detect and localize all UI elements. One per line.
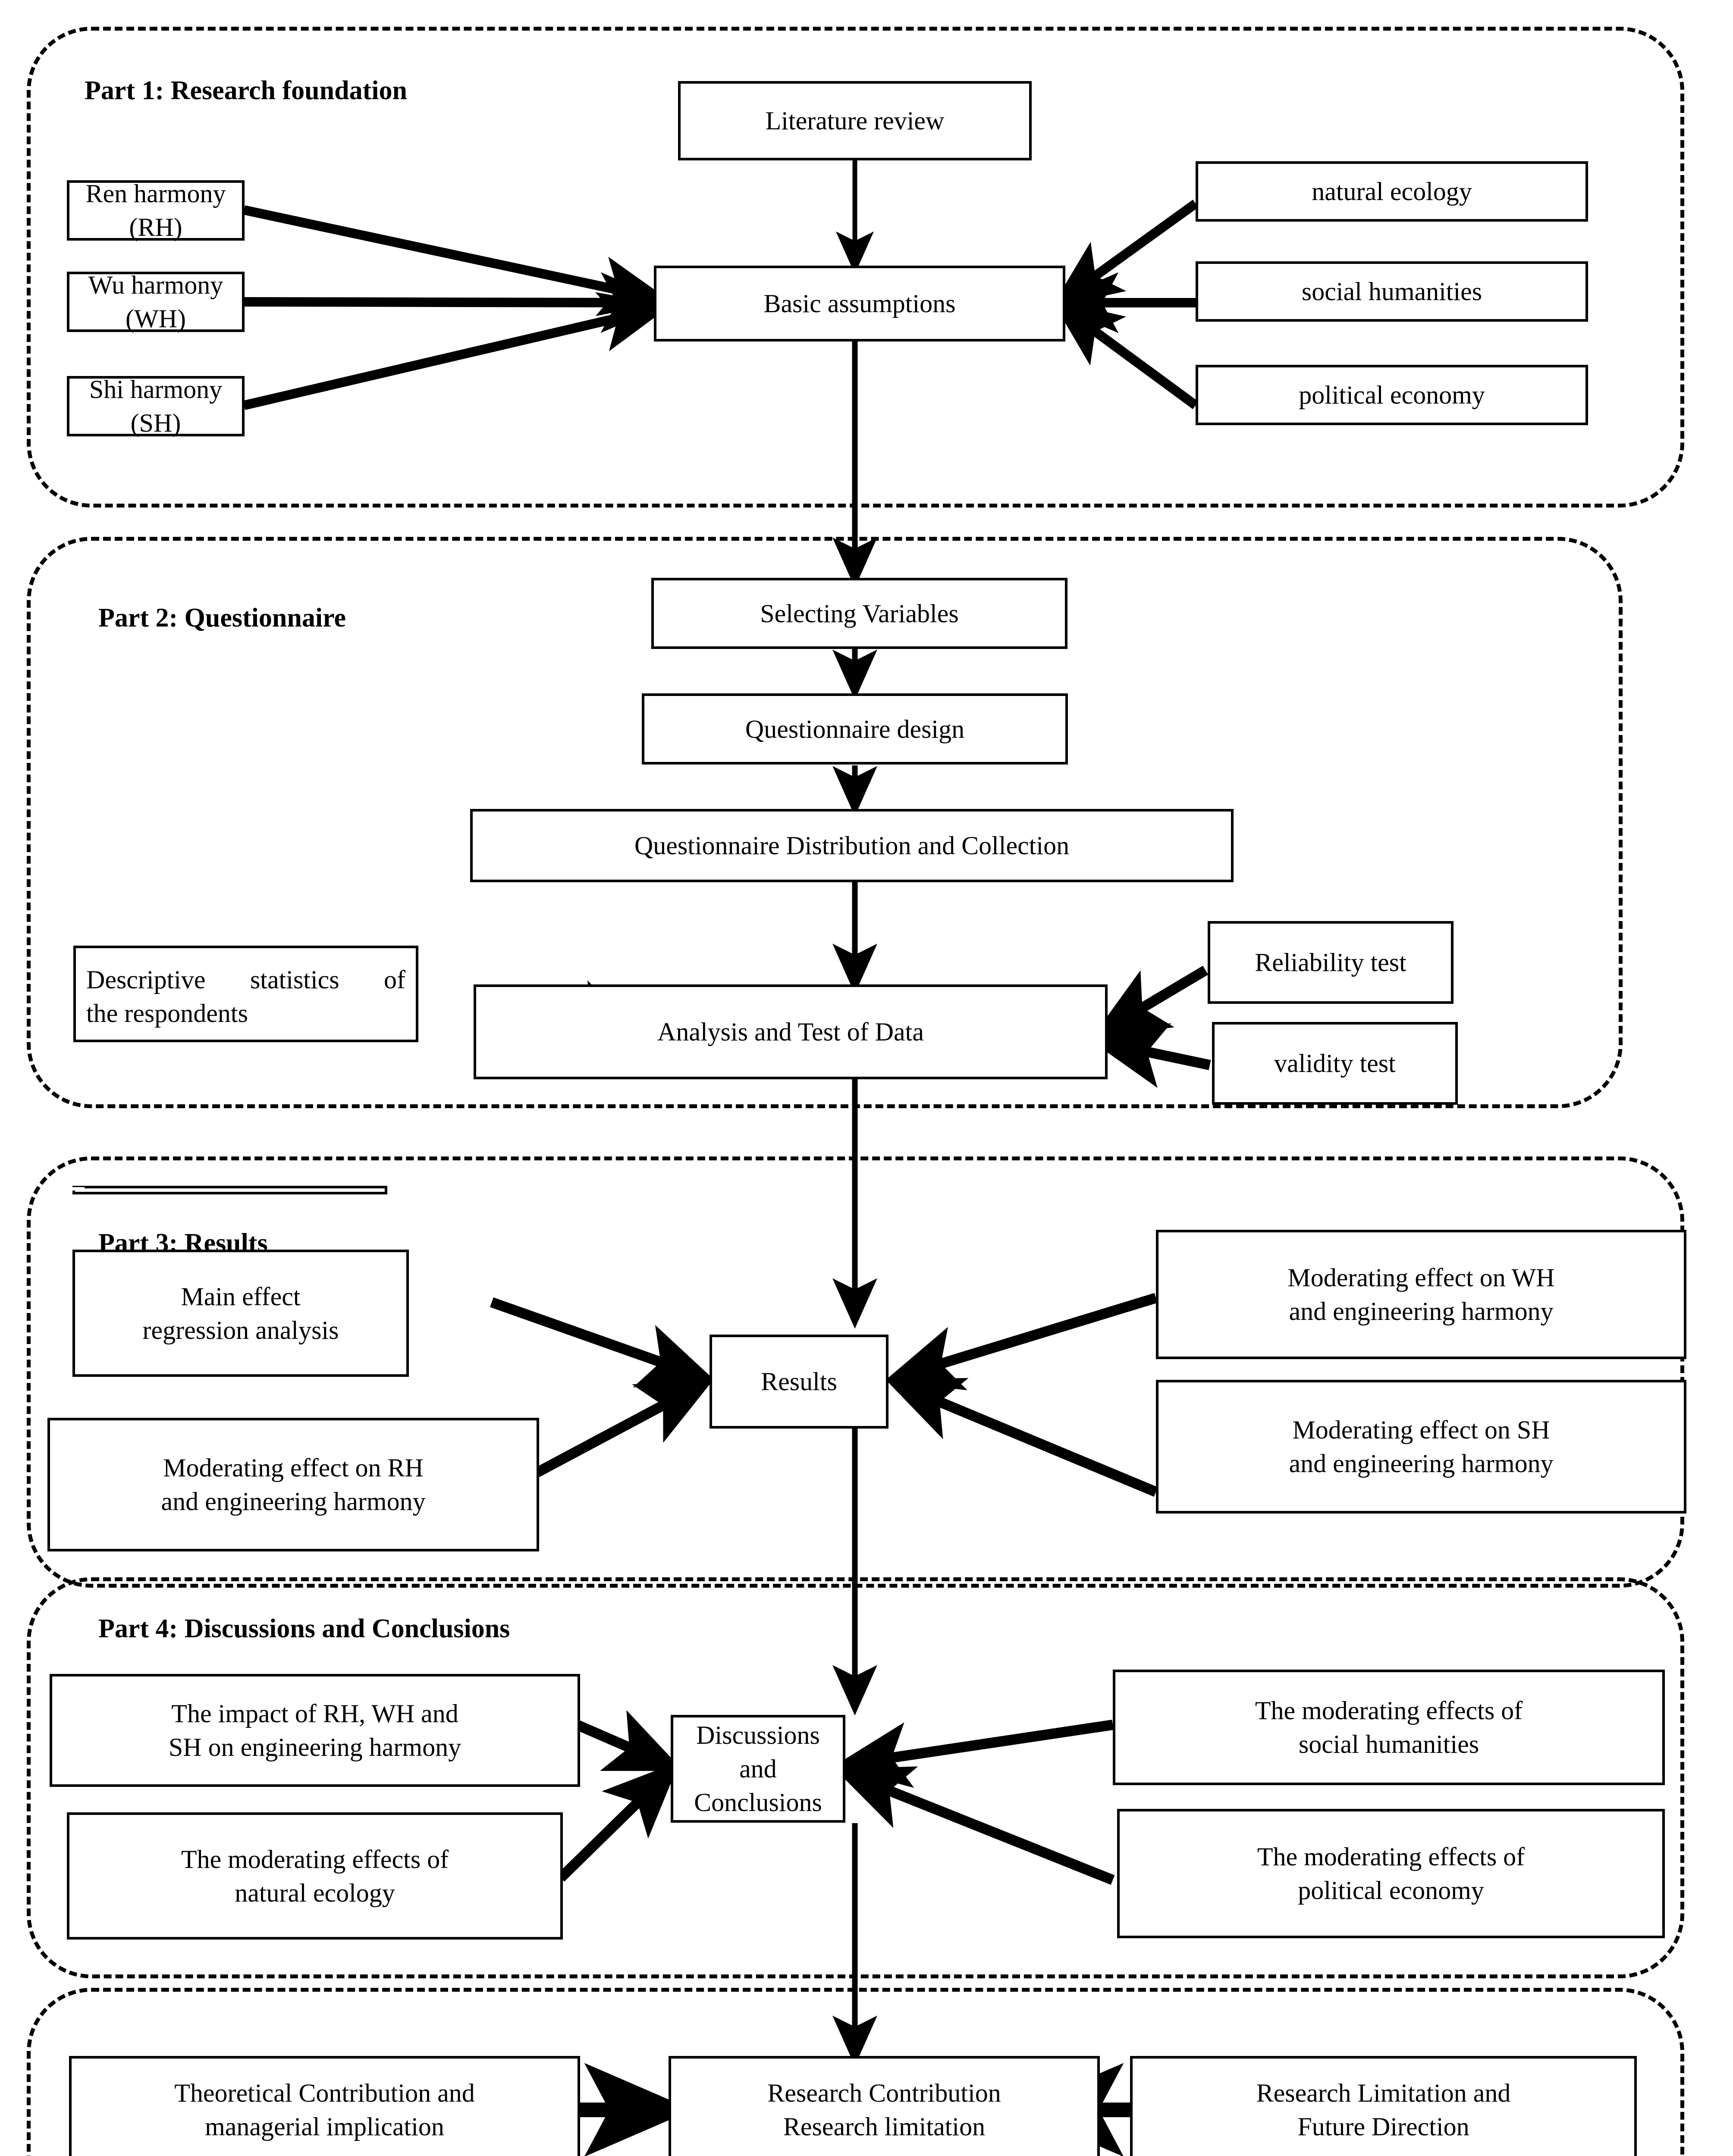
- node-moderating-political-economy-line2: political economy: [1298, 1876, 1484, 1905]
- node-moderating-political-economy-line1: The moderating effects of: [1257, 1843, 1525, 1871]
- node-theoretical-contribution[interactable]: Theoretical Contribution and managerial …: [69, 2056, 580, 2156]
- node-social-humanities[interactable]: social humanities: [1196, 261, 1588, 322]
- part-1-container: [27, 27, 1684, 508]
- node-moderating-effect-rh-line2: and engineering harmony: [161, 1487, 426, 1516]
- node-research-contribution-line2: Research limitation: [783, 2112, 986, 2141]
- node-descriptive-statistics-line1: Descriptive statistics of: [86, 965, 405, 994]
- node-validity-test[interactable]: validity test: [1212, 1022, 1458, 1105]
- node-moderating-social-humanities[interactable]: The moderating effects of social humanit…: [1113, 1670, 1665, 1785]
- node-moderating-effect-wh[interactable]: Moderating effect on WH and engineering …: [1156, 1230, 1686, 1359]
- node-moderating-social-humanities-line1: The moderating effects of: [1255, 1696, 1523, 1725]
- node-shi-harmony[interactable]: Shi harmony (SH): [67, 375, 245, 437]
- node-moderating-effect-wh-line2: and engineering harmony: [1289, 1297, 1554, 1326]
- node-moderating-natural-ecology[interactable]: The moderating effects of natural ecolog…: [67, 1812, 563, 1940]
- node-research-contribution-line1: Research Contribution: [767, 2079, 1001, 2107]
- node-analysis-test-of-data[interactable]: Analysis and Test of Data: [474, 984, 1108, 1079]
- node-reliability-test-label: Reliability test: [1255, 948, 1406, 977]
- node-questionnaire-distribution-collection-label: Questionnaire Distribution and Collectio…: [634, 831, 1070, 860]
- node-research-limitation-future-direction[interactable]: Research Limitation and Future Direction: [1130, 2056, 1637, 2156]
- node-natural-ecology[interactable]: natural ecology: [1196, 161, 1588, 222]
- node-moderating-natural-ecology-line2: natural ecology: [235, 1878, 395, 1907]
- node-moderating-social-humanities-line2: social humanities: [1298, 1730, 1479, 1758]
- node-basic-assumptions[interactable]: Basic assumptions: [654, 266, 1065, 342]
- node-basic-assumptions-label: Basic assumptions: [763, 289, 956, 318]
- part-4-title: Part 4: Discussions and Conclusions: [98, 1614, 510, 1643]
- node-analysis-test-of-data-label: Analysis and Test of Data: [657, 1018, 924, 1046]
- node-research-limitation-line1: Research Limitation and: [1256, 2079, 1511, 2107]
- node-main-effect[interactable]: Main effect regression analysis: [72, 1250, 409, 1377]
- node-main-effect-regression[interactable]: [72, 1186, 387, 1194]
- part-2-title: Part 2: Questionnaire: [98, 603, 346, 633]
- node-wu-harmony[interactable]: Wu harmony (WH): [67, 271, 245, 333]
- node-theoretical-contribution-line2: managerial implication: [205, 2112, 444, 2141]
- node-main-effect-regression-analysis[interactable]: [72, 1187, 85, 1191]
- node-literature-review[interactable]: Literature review: [678, 81, 1032, 160]
- node-questionnaire-design-label: Questionnaire design: [745, 714, 965, 743]
- node-discussions-conclusions[interactable]: Discussions and Conclusions: [671, 1715, 845, 1823]
- node-moderating-political-economy[interactable]: The moderating effects of political econ…: [1117, 1809, 1665, 1938]
- node-political-economy[interactable]: political economy: [1196, 365, 1588, 425]
- node-questionnaire-distribution-collection[interactable]: Questionnaire Distribution and Collectio…: [470, 809, 1234, 882]
- node-impact-rh-wh-sh[interactable]: The impact of RH, WH and SH on engineeri…: [50, 1674, 580, 1787]
- node-literature-review-label: Literature review: [765, 107, 945, 135]
- node-political-economy-label: political economy: [1299, 381, 1485, 409]
- node-moderating-effect-sh-line2: and engineering harmony: [1289, 1449, 1554, 1478]
- node-selecting-variables-label: Selecting Variables: [760, 599, 959, 628]
- node-reliability-test[interactable]: Reliability test: [1208, 921, 1454, 1004]
- node-ren-harmony[interactable]: Ren harmony (RH): [67, 179, 245, 241]
- node-research-contribution[interactable]: Research Contribution Research limitatio…: [669, 2056, 1100, 2156]
- node-discussions-conclusions-line1: Discussions and: [696, 1721, 820, 1783]
- node-natural-ecology-label: natural ecology: [1312, 177, 1472, 206]
- node-wu-harmony-label: Wu harmony (WH): [88, 271, 223, 333]
- node-discussions-conclusions-line2: Conclusions: [694, 1788, 822, 1817]
- node-descriptive-statistics[interactable]: Descriptive statistics of the respondent…: [73, 946, 418, 1042]
- node-moderating-effect-wh-line1: Moderating effect on WH: [1287, 1263, 1555, 1292]
- node-descriptive-statistics-line2: the respondents: [86, 999, 248, 1028]
- node-validity-test-label: validity test: [1274, 1049, 1396, 1078]
- node-moderating-effect-rh[interactable]: Moderating effect on RH and engineering …: [47, 1418, 539, 1551]
- node-moderating-natural-ecology-line1: The moderating effects of: [181, 1845, 449, 1874]
- node-shi-harmony-label: Shi harmony (SH): [89, 375, 223, 437]
- part-4-container: [27, 1577, 1684, 1978]
- node-moderating-effect-sh-line1: Moderating effect on SH: [1292, 1416, 1550, 1444]
- part-3-container: [27, 1156, 1684, 1588]
- node-moderating-effect-rh-line1: Moderating effect on RH: [163, 1454, 424, 1482]
- node-main-effect-line2: regression analysis: [142, 1316, 339, 1344]
- node-questionnaire-design[interactable]: Questionnaire design: [642, 693, 1068, 765]
- node-theoretical-contribution-line1: Theoretical Contribution and: [174, 2079, 475, 2107]
- node-results[interactable]: Results: [710, 1335, 888, 1429]
- part-5-container: [27, 1988, 1684, 2156]
- part-2-container: [27, 537, 1623, 1108]
- node-selecting-variables[interactable]: Selecting Variables: [651, 578, 1067, 649]
- part-1-title: Part 1: Research foundation: [85, 76, 407, 105]
- node-social-humanities-label: social humanities: [1301, 277, 1482, 306]
- node-impact-rh-wh-sh-line2: SH on engineering harmony: [168, 1733, 462, 1761]
- node-moderating-effect-sh[interactable]: Moderating effect on SH and engineering …: [1156, 1380, 1686, 1514]
- node-research-limitation-line2: Future Direction: [1297, 2112, 1469, 2141]
- node-results-label: Results: [761, 1367, 837, 1396]
- node-ren-harmony-label: Ren harmony (RH): [85, 179, 226, 241]
- node-main-effect-line1: Main effect: [181, 1282, 301, 1311]
- node-impact-rh-wh-sh-line1: The impact of RH, WH and: [171, 1699, 458, 1728]
